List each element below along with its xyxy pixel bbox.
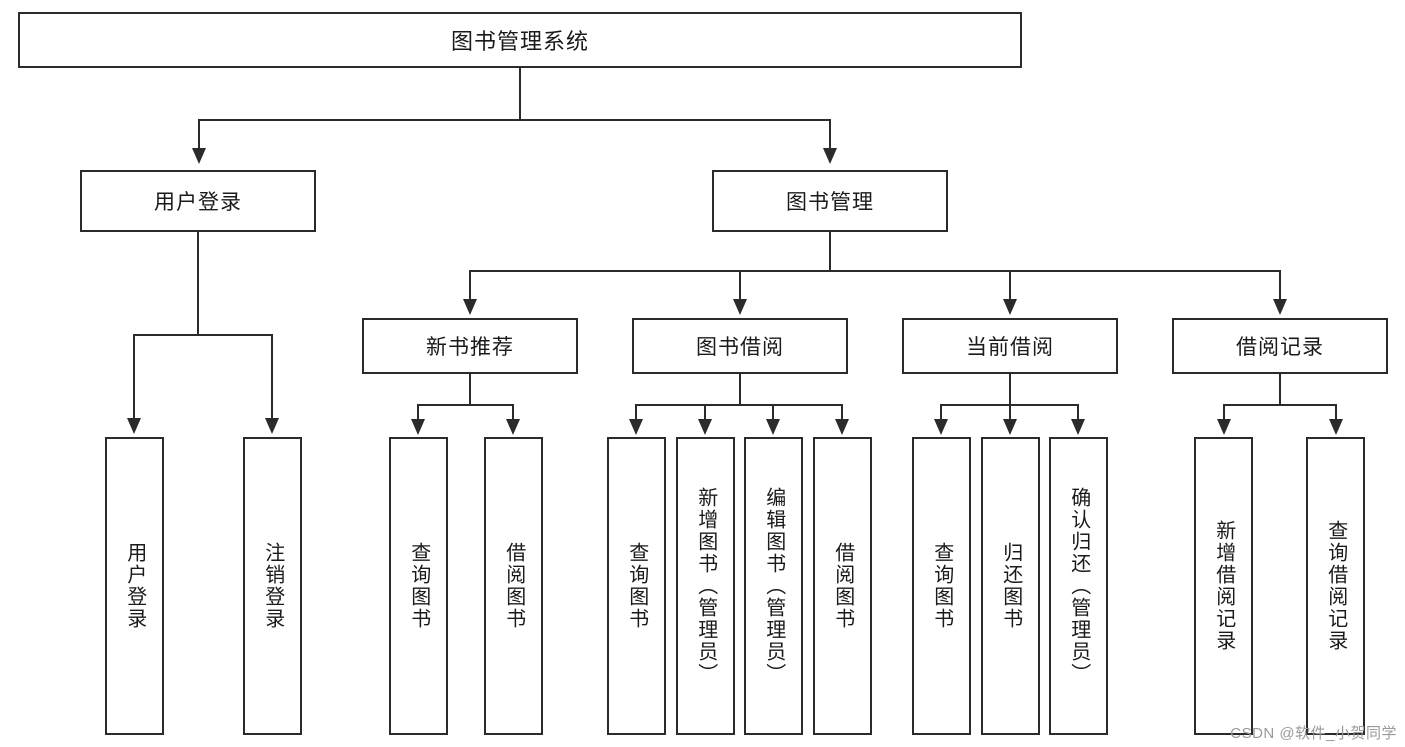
connector-drop-new-book [469,270,471,300]
arrow-to-leaf-bb-borrow-book [835,419,849,435]
connector-drop-br-1 [1223,404,1225,421]
node-book-borrow[interactable]: 图书借阅 [632,318,848,374]
connector-new-book-bus [417,404,513,406]
connector-current-borrow-stem [1009,374,1011,406]
leaf-bb-edit-book[interactable]: 编辑图书（管理员） [744,437,803,735]
arrow-to-current-borrow [1003,299,1017,315]
arrow-to-leaf-cb-confirm-return [1071,419,1085,435]
node-label: 借阅记录 [1236,336,1324,359]
leaf-cb-query-book[interactable]: 查询图书 [912,437,971,735]
node-label: 确认归还（管理员） [1067,487,1090,685]
connector-level3-bus [469,270,1281,272]
node-label: 用户登录 [154,191,242,214]
connector-book-borrow-bus [635,404,842,406]
connector-drop-current-borrow [1009,270,1011,300]
leaf-bb-borrow-book[interactable]: 借阅图书 [813,437,872,735]
node-label: 查询借阅记录 [1324,520,1347,652]
leaf-br-query-record[interactable]: 查询借阅记录 [1306,437,1365,735]
node-label: 新书推荐 [426,336,514,359]
connector-level2-bus [198,119,831,121]
node-root-book-management-system[interactable]: 图书管理系统 [18,12,1022,68]
node-label: 图书管理 [786,191,874,214]
arrow-to-leaf-br-query-record [1329,419,1343,435]
node-label: 查询图书 [930,542,953,630]
node-label: 用户登录 [123,542,146,630]
connector-drop-cb-1 [940,404,942,421]
connector-drop-bb-2 [704,404,706,421]
connector-drop-bb-1 [635,404,637,421]
connector-new-book-stem [469,374,471,406]
connector-borrow-record-bus [1223,404,1336,406]
node-label: 图书管理系统 [450,29,589,54]
connector-drop-user-login-2 [271,334,273,420]
arrow-to-leaf-br-add-record [1217,419,1231,435]
connector-drop-borrow-record [1279,270,1281,300]
watermark: CSDN @软件_小贺同学 [1230,725,1397,742]
node-label: 借阅图书 [502,542,525,630]
arrow-to-leaf-bb-query-book [629,419,643,435]
connector-book-borrow-stem [739,374,741,406]
connector-drop-br-2 [1335,404,1337,421]
connector-drop-user-login-1 [133,334,135,420]
arrow-to-leaf-bb-edit-book [766,419,780,435]
connector-borrow-record-stem [1279,374,1281,406]
leaf-br-add-record[interactable]: 新增借阅记录 [1194,437,1253,735]
node-label: 查询图书 [625,542,648,630]
arrow-to-leaf-user-login [127,418,141,434]
arrow-to-borrow-record [1273,299,1287,315]
connector-drop-nb-2 [512,404,514,421]
leaf-logout[interactable]: 注销登录 [243,437,302,735]
node-label: 新增图书（管理员） [694,487,717,685]
node-label: 编辑图书（管理员） [762,487,785,685]
connector-book-management-stem [829,232,831,272]
connector-drop-bb-3 [772,404,774,421]
arrow-to-new-book-recommend [463,299,477,315]
leaf-cb-return-book[interactable]: 归还图书 [981,437,1040,735]
leaf-bb-add-book[interactable]: 新增图书（管理员） [676,437,735,735]
arrow-to-book-management [823,148,837,164]
node-label: 借阅图书 [831,542,854,630]
connector-drop-book-borrow [739,270,741,300]
node-borrow-record[interactable]: 借阅记录 [1172,318,1388,374]
arrow-to-leaf-nb-query-book [411,419,425,435]
arrow-to-leaf-cb-return-book [1003,419,1017,435]
leaf-nb-borrow-book[interactable]: 借阅图书 [484,437,543,735]
arrow-to-user-login [192,148,206,164]
arrow-to-leaf-nb-borrow-book [506,419,520,435]
connector-drop-bb-4 [841,404,843,421]
node-label: 注销登录 [261,542,284,630]
node-label: 归还图书 [999,542,1022,630]
connector-drop-book-management [829,119,831,149]
node-current-borrow[interactable]: 当前借阅 [902,318,1118,374]
connector-user-login-stem [197,232,199,336]
arrow-to-leaf-cb-query-book [934,419,948,435]
node-label: 图书借阅 [696,336,784,359]
leaf-nb-query-book[interactable]: 查询图书 [389,437,448,735]
connector-drop-nb-1 [417,404,419,421]
arrow-to-leaf-logout [265,418,279,434]
connector-root-stem [519,68,521,120]
connector-drop-user-login [198,119,200,149]
leaf-bb-query-book[interactable]: 查询图书 [607,437,666,735]
leaf-cb-confirm-return[interactable]: 确认归还（管理员） [1049,437,1108,735]
node-book-management[interactable]: 图书管理 [712,170,948,232]
connector-user-login-bus [133,334,273,336]
node-label: 新增借阅记录 [1212,520,1235,652]
node-new-book-recommend[interactable]: 新书推荐 [362,318,578,374]
arrow-to-book-borrow [733,299,747,315]
leaf-user-login[interactable]: 用户登录 [105,437,164,735]
node-label: 当前借阅 [966,336,1054,359]
node-label: 查询图书 [407,542,430,630]
connector-drop-cb-3 [1077,404,1079,421]
connector-drop-cb-2 [1009,404,1011,421]
node-user-login[interactable]: 用户登录 [80,170,316,232]
arrow-to-leaf-bb-add-book [698,419,712,435]
